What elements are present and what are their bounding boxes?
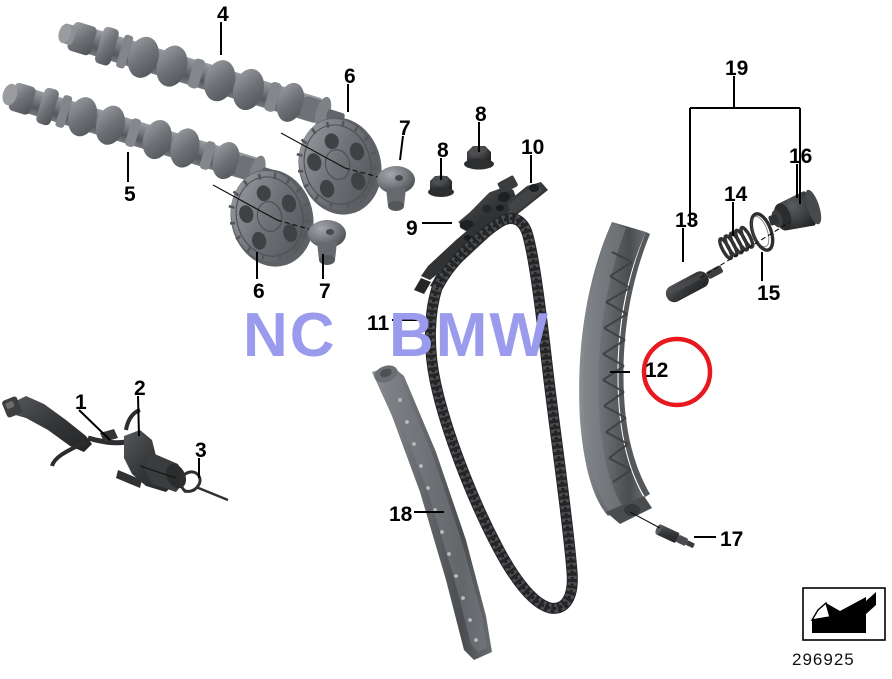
part-14-tensioner-spring [718,225,755,261]
part-2-solenoid-valve-body [116,408,187,492]
part-1-camshaft-position-sensor [2,396,127,467]
callout-label-7: 7 [319,280,331,303]
part-3-retaining-clip [179,470,229,502]
callout-label-8: 8 [437,139,449,162]
part-8-hex-nut-right [464,146,494,170]
part-15-o-ring-seal [749,212,775,252]
callout-label-8: 8 [475,103,487,126]
callout-label-13: 13 [675,209,699,232]
orientation-arrow-icon [802,587,886,641]
callout-label-14: 14 [724,183,748,206]
part-8-hex-nut-left [428,175,454,197]
callout-label-1: 1 [75,391,87,414]
callout-label-15: 15 [757,282,781,305]
callout-label-16: 16 [789,145,813,168]
callout-leader-lines [78,22,798,538]
callout-label-12: 12 [645,359,669,382]
callout-label-10: 10 [521,136,545,159]
part-17-pivot-bolt [655,524,695,548]
bracket-19 [689,107,801,226]
part-16-chain-tensioner-cap [768,189,822,231]
assembly-axis-lines [212,132,383,231]
callout-label-7: 7 [399,117,411,140]
part-5-intake-camshaft [2,82,279,185]
callout-label-17: 17 [720,528,744,551]
callout-label-9: 9 [406,217,418,240]
part-2-assembly-line [139,465,177,479]
callout-label-19: 19 [725,57,749,80]
callout-label-6: 6 [344,65,356,88]
callout-label-6: 6 [253,280,265,303]
part-17-assembly-line [629,511,661,529]
highlight-circle-item-12 [641,336,713,408]
callout-label-4: 4 [217,3,229,26]
part-9-guide-bracket-arm [458,175,518,232]
part-7-sprocket-bolt-upper [377,166,415,211]
callout-label-5: 5 [124,183,136,206]
callout-label-2: 2 [134,377,146,400]
watermark-nc: NC [243,301,337,370]
callout-label-3: 3 [195,439,207,462]
callout-label-11: 11 [367,312,390,335]
diagram-number: 296925 [792,650,855,669]
part-13-tensioner-plunger [665,265,723,303]
watermark-bmw: BMW [389,301,550,370]
tensioner-assembly-axis [699,221,791,279]
part-12-tensioning-rail [579,222,652,524]
part-11-timing-chain [424,213,578,614]
part-7-sprocket-bolt-lower [308,220,346,265]
callout-label-18: 18 [389,503,413,526]
